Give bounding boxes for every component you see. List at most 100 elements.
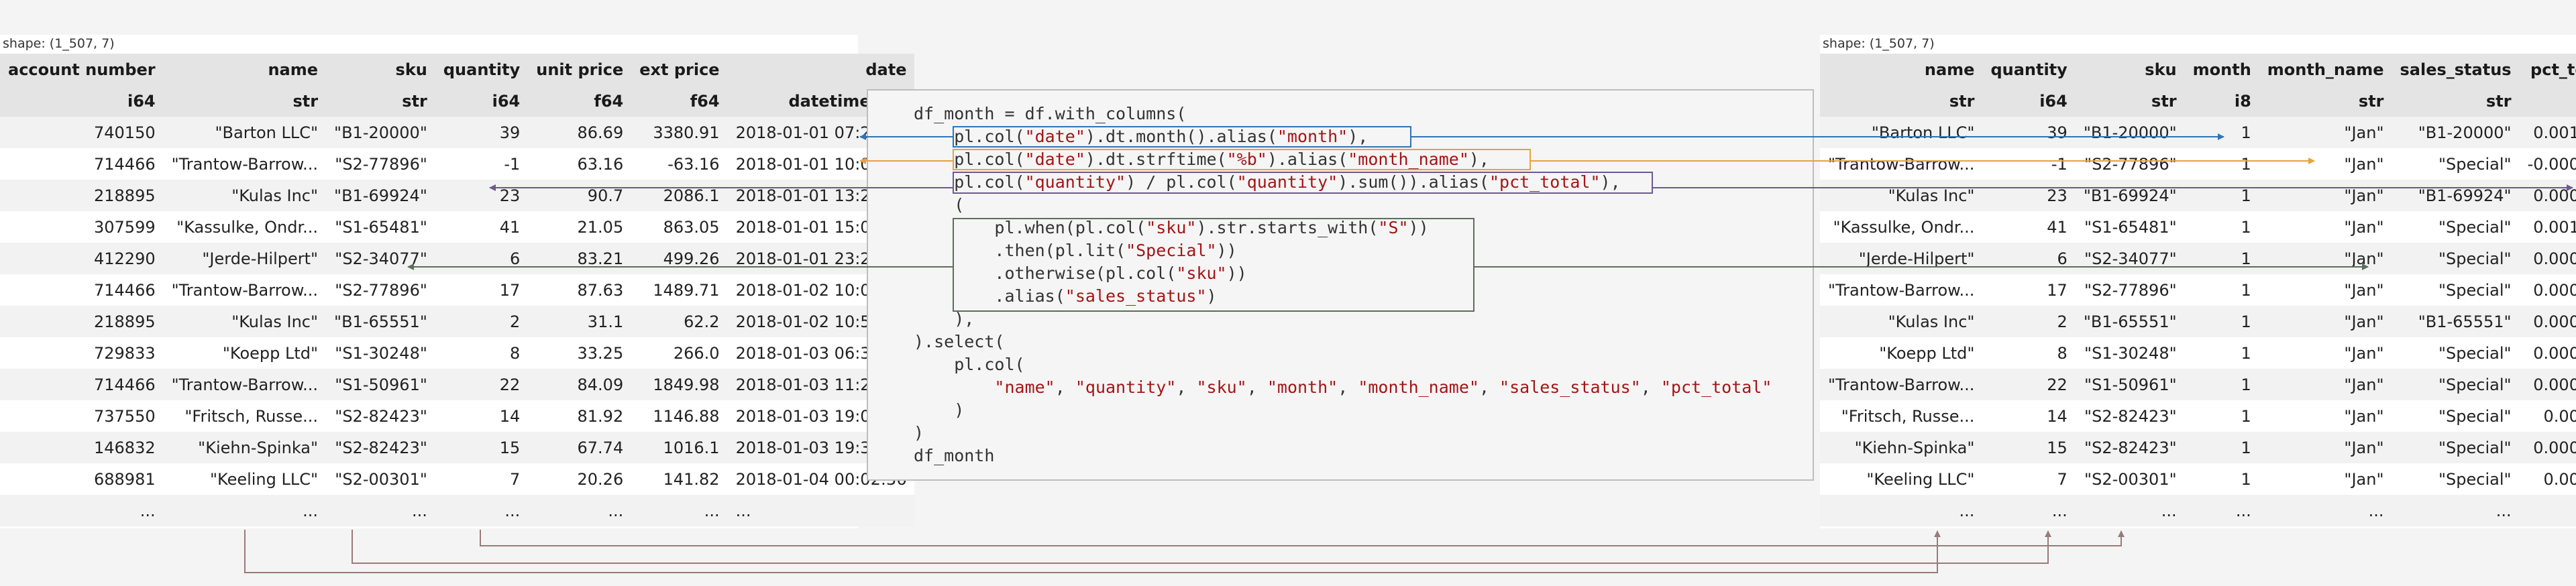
left-table-cell: 1146.88 (631, 400, 728, 432)
left-table-cell: "B1-65551" (326, 306, 435, 337)
right-table-cell: "Special" (2392, 400, 2520, 432)
left-table-cell: "Trantow-Barrow... (163, 148, 327, 180)
left-table-cell: ... (528, 495, 632, 526)
right-col-header: sales_status (2392, 54, 2520, 85)
right-table-cell: "B1-65551" (2075, 306, 2185, 337)
code-line: pl.col("quantity") / pl.col("quantity").… (914, 172, 1621, 192)
right-table-cell: "S2-00301" (2075, 463, 2185, 495)
left-col-dtype: f64 (528, 85, 632, 117)
right-table-cell: "Jan" (2259, 432, 2392, 463)
left-table-cell: "Fritsch, Russe... (163, 400, 327, 432)
left-table-cell: 84.09 (528, 369, 632, 400)
right-col-header: name (1820, 54, 1983, 85)
left-table-cell: 266.0 (631, 337, 728, 369)
right-table-cell: "Special" (2392, 148, 2520, 180)
left-table-cell: -63.16 (631, 148, 728, 180)
left-table-cell: "Kulas Inc" (163, 180, 327, 211)
left-table-cell: ... (0, 495, 164, 526)
right-col-dtype: str (1820, 85, 1983, 117)
left-table-cell: "B1-20000" (326, 117, 435, 148)
code-line: df_month = df.with_columns( (914, 104, 1187, 123)
left-table-cell: 688981 (0, 463, 164, 495)
right-table-cell: ... (2392, 495, 2520, 526)
left-table-cell: "S2-82423" (326, 400, 435, 432)
left-table-cell: 22 (435, 369, 529, 400)
left-col-dtype: str (326, 85, 435, 117)
right-table-cell: ... (1982, 495, 2076, 526)
right-table-cell: "Special" (2392, 463, 2520, 495)
left-table-cell: 1849.98 (631, 369, 728, 400)
left-table-cell: 15 (435, 432, 529, 463)
left-table-cell: "S1-65481" (326, 211, 435, 243)
left-table-cell: 33.25 (528, 337, 632, 369)
left-table-cell: "Jerde-Hilpert" (163, 243, 327, 274)
left-table-cell: 87.63 (528, 274, 632, 306)
right-col-dtype: str (2392, 85, 2520, 117)
right-table-cell: "S1-50961" (2075, 369, 2185, 400)
left-table-cell: 714466 (0, 369, 164, 400)
left-table-cell: "Koepp Ltd" (163, 337, 327, 369)
right-table-cell: ... (1820, 495, 1983, 526)
left-table-cell: 81.92 (528, 400, 632, 432)
left-table-cell: 307599 (0, 211, 164, 243)
left-table-cell: 62.2 (631, 306, 728, 337)
left-dataframe-panel: shape: (1_507, 7) account number name sk… (0, 35, 915, 528)
right-table-cell: 14 (1982, 400, 2076, 432)
left-table-cell: 2 (435, 306, 529, 337)
right-table-cell: 23 (1982, 180, 2076, 211)
right-table-cell: 1 (2184, 243, 2259, 274)
right-table-cell: ... (2075, 495, 2185, 526)
left-table-cell: 14 (435, 400, 529, 432)
code-line: pl.col("date").dt.strftime("%b").alias("… (914, 150, 1489, 169)
right-table-cell: "Special" (2392, 274, 2520, 306)
right-table-cell: "S2-82423" (2075, 400, 2185, 432)
left-col-header: quantity (435, 54, 529, 85)
left-table-cell: ... (727, 495, 915, 526)
right-table-cell: 0.00019 (2519, 463, 2576, 495)
left-col-header: account number (0, 54, 164, 85)
right-table-cell: 0.000054 (2519, 306, 2576, 337)
right-table-cell: "Jan" (2259, 463, 2392, 495)
name-select-connector (244, 530, 1941, 573)
right-table-cell: 0.001113 (2519, 211, 2576, 243)
left-col-header: sku (326, 54, 435, 85)
right-dataframe-table: name quantity sku month month_name sales… (1820, 54, 2576, 526)
right-table-cell: "Jan" (2259, 243, 2392, 274)
right-table-cell: 22 (1982, 369, 2076, 400)
right-table-cell: "Special" (2392, 369, 2520, 400)
left-table-cell: 2086.1 (631, 180, 728, 211)
right-dataframe-panel: shape: (1_507, 7) name quantity sku mont… (1820, 35, 2576, 528)
right-table-cell: "Trantow-Barrow... (1820, 369, 1983, 400)
code-line: ) (914, 400, 965, 420)
left-dataframe-table: account number name sku quantity unit pr… (0, 54, 915, 526)
quantity-select-connector (480, 530, 2125, 546)
left-table-cell: "Barton LLC" (163, 117, 327, 148)
left-table-cell: -1 (435, 148, 529, 180)
left-table-cell: "S1-30248" (326, 337, 435, 369)
right-table-cell: 0.000624 (2519, 180, 2576, 211)
right-table-cell: 0.000217 (2519, 337, 2576, 369)
left-table-cell: 63.16 (528, 148, 632, 180)
right-table-cell: 39 (1982, 117, 2076, 148)
left-table-cell: 86.69 (528, 117, 632, 148)
right-table-body: "Barton LLC"39"B1-20000"1"Jan""B1-20000"… (1820, 117, 2576, 526)
code-line: pl.when(pl.col("sku").str.starts_with("S… (914, 218, 1429, 237)
left-table-cell: 218895 (0, 180, 164, 211)
right-table-cell: "Jan" (2259, 211, 2392, 243)
left-table-cell: 1016.1 (631, 432, 728, 463)
right-table-cell: "S2-77896" (2075, 274, 2185, 306)
right-table-cell: "S2-82423" (2075, 432, 2185, 463)
right-table-row: "Fritsch, Russe...14"S2-82423"1"Jan""Spe… (1820, 400, 2576, 432)
left-col-header: date (727, 54, 915, 85)
right-table-cell: "Keeling LLC" (1820, 463, 1983, 495)
right-table-cell: 1 (2184, 432, 2259, 463)
right-table-row: "Trantow-Barrow...-1"S2-77896"1"Jan""Spe… (1820, 148, 2576, 180)
right-table-cell: "B1-20000" (2392, 117, 2520, 148)
left-table-cell: "S2-82423" (326, 432, 435, 463)
right-table-cell: 0.000163 (2519, 243, 2576, 274)
right-table-cell: "Special" (2392, 337, 2520, 369)
right-table-cell: 0.000407 (2519, 432, 2576, 463)
left-table-cell: 714466 (0, 148, 164, 180)
right-table-cell: "Jerde-Hilpert" (1820, 243, 1983, 274)
